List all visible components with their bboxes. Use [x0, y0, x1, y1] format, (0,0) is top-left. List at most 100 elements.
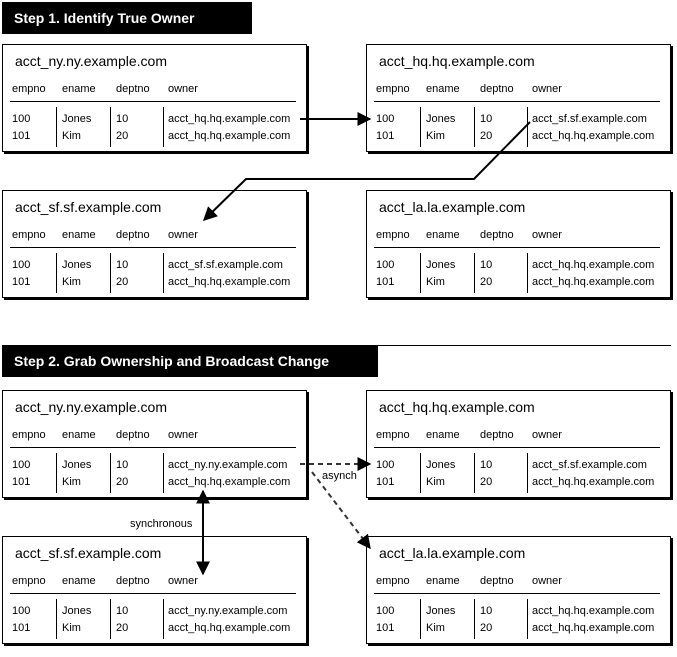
column-separator: [527, 599, 528, 639]
column-header: empno: [12, 575, 46, 587]
table-cell: Jones: [426, 113, 456, 125]
step2-divider: [378, 345, 671, 346]
column-header: empno: [12, 229, 46, 241]
table-cell: acct_sf.sf.example.com: [532, 113, 647, 125]
column-header: deptno: [116, 575, 150, 587]
column-separator: [474, 107, 475, 147]
table-cell: Jones: [62, 113, 92, 125]
header-underline: [10, 593, 296, 594]
column-separator: [474, 253, 475, 293]
column-header: empno: [376, 575, 410, 587]
table-cell: 100: [12, 605, 31, 617]
table-cell: 10: [480, 605, 493, 617]
table-cell: 10: [116, 459, 129, 471]
table-cell: 20: [116, 622, 129, 634]
table-cell: Kim: [426, 130, 445, 142]
column-separator: [110, 107, 111, 147]
table-cell: 20: [116, 476, 129, 488]
column-separator: [420, 599, 421, 639]
column-separator: [420, 107, 421, 147]
column-header: ename: [426, 229, 460, 241]
column-header: deptno: [480, 83, 514, 95]
table-cell: Jones: [62, 459, 92, 471]
table-cell: acct_sf.sf.example.com: [168, 259, 283, 271]
table-cell: 101: [12, 622, 31, 634]
column-separator: [56, 453, 57, 493]
column-header: empno: [12, 429, 46, 441]
column-separator: [420, 253, 421, 293]
step1-header: Step 1. Identify True Owner: [2, 2, 252, 34]
table-cell: 10: [116, 605, 129, 617]
column-separator: [527, 453, 528, 493]
table-cell: Kim: [62, 622, 81, 634]
table-cell: 100: [376, 605, 395, 617]
column-separator: [110, 453, 111, 493]
table-cell: acct_hq.hq.example.com: [532, 259, 655, 271]
table-cell: Kim: [426, 622, 445, 634]
column-header: deptno: [116, 429, 150, 441]
column-header: ename: [62, 575, 96, 587]
header-underline: [374, 593, 660, 594]
column-header: owner: [168, 429, 198, 441]
column-separator: [163, 599, 164, 639]
step2-header: Step 2. Grab Ownership and Broadcast Cha…: [2, 345, 378, 377]
table-cell: Kim: [62, 276, 81, 288]
header-underline: [10, 447, 296, 448]
column-header: empno: [376, 229, 410, 241]
column-separator: [527, 253, 528, 293]
column-header: ename: [62, 429, 96, 441]
step1-title: Step 1. Identify True Owner: [14, 10, 195, 26]
box-title: acct_hq.hq.example.com: [379, 53, 535, 69]
table-cell: 20: [116, 130, 129, 142]
column-header: deptno: [116, 229, 150, 241]
table-cell: acct_hq.hq.example.com: [168, 276, 291, 288]
table-cell: Jones: [62, 605, 92, 617]
column-header: ename: [62, 83, 96, 95]
table-cell: 101: [376, 130, 395, 142]
table-cell: 101: [12, 130, 31, 142]
table-cell: 100: [376, 259, 395, 271]
column-separator: [474, 453, 475, 493]
table-cell: acct_hq.hq.example.com: [532, 622, 655, 634]
table-cell: acct_hq.hq.example.com: [168, 622, 291, 634]
table-cell: 10: [480, 113, 493, 125]
table-cell: 101: [376, 622, 395, 634]
table-cell: 10: [480, 459, 493, 471]
header-underline: [374, 447, 660, 448]
table-cell: 100: [376, 113, 395, 125]
column-header: empno: [376, 83, 410, 95]
column-separator: [163, 253, 164, 293]
column-header: owner: [532, 575, 562, 587]
table-cell: 101: [376, 476, 395, 488]
column-header: owner: [532, 83, 562, 95]
table-cell: Kim: [62, 476, 81, 488]
table-cell: acct_hq.hq.example.com: [532, 276, 655, 288]
table-cell: Jones: [426, 259, 456, 271]
header-underline: [374, 101, 660, 102]
column-header: ename: [426, 83, 460, 95]
table-cell: 10: [116, 259, 129, 271]
table-cell: 20: [480, 130, 493, 142]
header-underline: [374, 247, 660, 248]
box-title: acct_sf.sf.example.com: [15, 545, 162, 561]
column-header: deptno: [116, 83, 150, 95]
column-separator: [420, 453, 421, 493]
header-underline: [10, 247, 296, 248]
column-header: deptno: [480, 229, 514, 241]
header-underline: [10, 101, 296, 102]
column-separator: [163, 107, 164, 147]
synchronous-label: synchronous: [130, 518, 193, 530]
table-cell: Jones: [426, 605, 456, 617]
table-cell: 20: [480, 276, 493, 288]
table-cell: 20: [480, 476, 493, 488]
table-cell: 101: [376, 276, 395, 288]
column-header: owner: [168, 229, 198, 241]
table-cell: Jones: [62, 259, 92, 271]
column-separator: [474, 599, 475, 639]
column-header: owner: [532, 229, 562, 241]
